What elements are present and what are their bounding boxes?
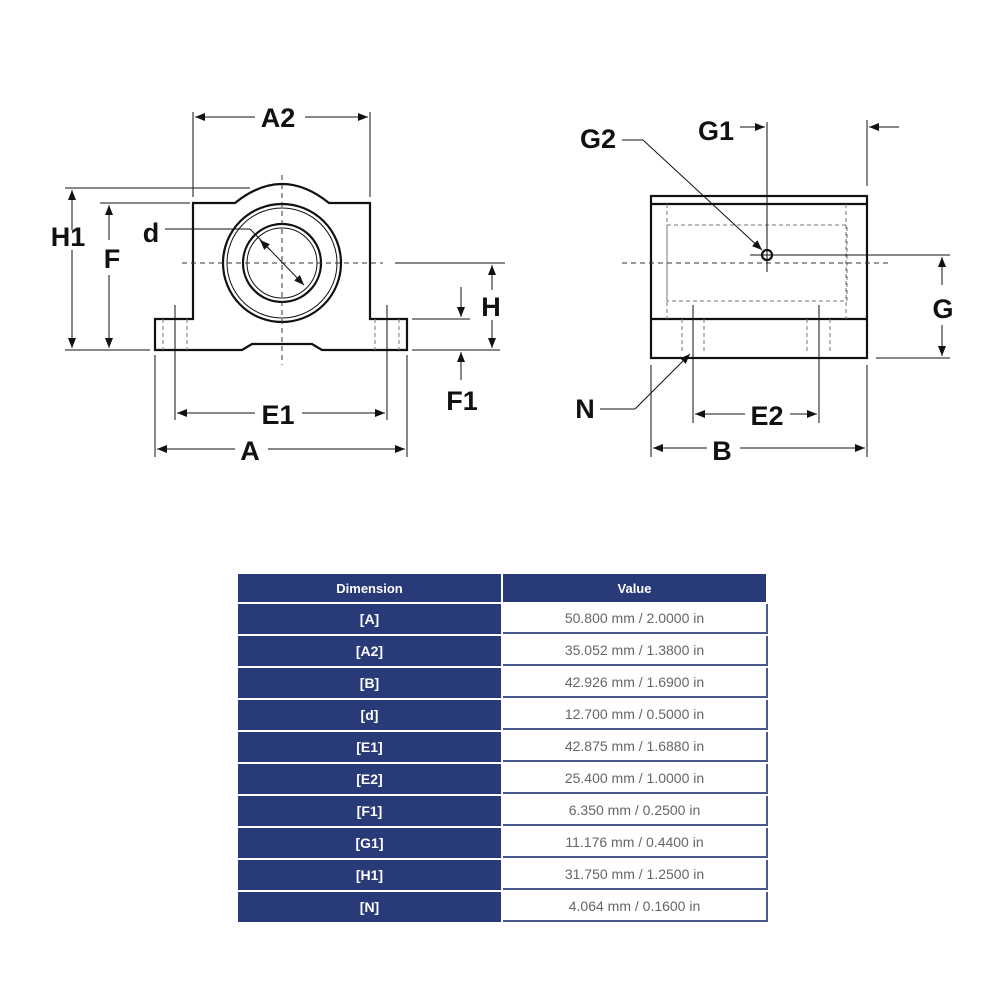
- value-cell: 11.176 mm / 0.4400 in: [503, 828, 768, 858]
- dimension-cell: [N]: [238, 892, 503, 922]
- label-E2: E2: [750, 401, 783, 431]
- label-H1: H1: [51, 222, 86, 252]
- dimension-cell: [A2]: [238, 636, 503, 666]
- table-row: [H1]31.750 mm / 1.2500 in: [238, 860, 768, 890]
- dimension-cell: [E1]: [238, 732, 503, 762]
- table-row: [A2]35.052 mm / 1.3800 in: [238, 636, 768, 666]
- value-cell: 42.875 mm / 1.6880 in: [503, 732, 768, 762]
- value-cell: 6.350 mm / 0.2500 in: [503, 796, 768, 826]
- front-view: A2 H1 F d H F1 E1 A: [51, 103, 505, 466]
- technical-drawing: A2 H1 F d H F1 E1 A: [51, 103, 954, 466]
- label-F1: F1: [446, 386, 478, 416]
- dimensions-table: Dimension Value [A]50.800 mm / 2.0000 in…: [238, 572, 768, 924]
- label-H: H: [481, 292, 501, 322]
- header-value: Value: [503, 574, 768, 602]
- value-cell: 42.926 mm / 1.6900 in: [503, 668, 768, 698]
- value-cell: 50.800 mm / 2.0000 in: [503, 604, 768, 634]
- header-dimension: Dimension: [238, 574, 503, 602]
- label-A2: A2: [261, 103, 296, 133]
- dimension-cell: [H1]: [238, 860, 503, 890]
- table-row: [A]50.800 mm / 2.0000 in: [238, 604, 768, 634]
- dimension-cell: [E2]: [238, 764, 503, 794]
- table-row: [N]4.064 mm / 0.1600 in: [238, 892, 768, 922]
- label-G: G: [932, 294, 953, 324]
- label-G1: G1: [698, 116, 734, 146]
- label-A: A: [240, 436, 260, 466]
- label-N: N: [575, 394, 595, 424]
- table-row: [E2]25.400 mm / 1.0000 in: [238, 764, 768, 794]
- value-cell: 12.700 mm / 0.5000 in: [503, 700, 768, 730]
- dimension-cell: [F1]: [238, 796, 503, 826]
- table-row: [E1]42.875 mm / 1.6880 in: [238, 732, 768, 762]
- value-cell: 4.064 mm / 0.1600 in: [503, 892, 768, 922]
- side-view: G1 G2 G N E2 B: [575, 116, 953, 466]
- dimension-cell: [d]: [238, 700, 503, 730]
- label-E1: E1: [261, 400, 294, 430]
- value-cell: 35.052 mm / 1.3800 in: [503, 636, 768, 666]
- dimension-cell: [G1]: [238, 828, 503, 858]
- dimension-cell: [B]: [238, 668, 503, 698]
- value-cell: 25.400 mm / 1.0000 in: [503, 764, 768, 794]
- value-cell: 31.750 mm / 1.2500 in: [503, 860, 768, 890]
- label-F: F: [104, 244, 121, 274]
- label-d: d: [143, 218, 160, 248]
- dimension-cell: [A]: [238, 604, 503, 634]
- label-G2: G2: [580, 124, 616, 154]
- label-B: B: [712, 436, 732, 466]
- table-row: [B]42.926 mm / 1.6900 in: [238, 668, 768, 698]
- table-row: [F1]6.350 mm / 0.2500 in: [238, 796, 768, 826]
- table-row: [G1]11.176 mm / 0.4400 in: [238, 828, 768, 858]
- table-row: [d]12.700 mm / 0.5000 in: [238, 700, 768, 730]
